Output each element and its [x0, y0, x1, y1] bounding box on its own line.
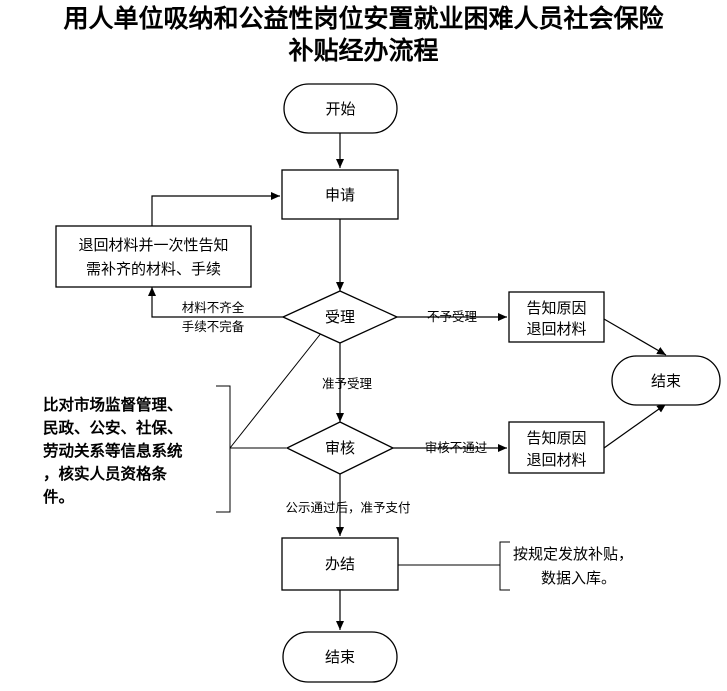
edge-notify1-to-end: [603, 318, 667, 356]
subsidy-note-line1: 按规定发放补贴，: [513, 545, 633, 563]
notify-review-failed-label-line1: 告知原因: [526, 429, 586, 447]
publicized-label: 公示通过后，准予支付: [285, 500, 410, 515]
accept-decision-node: 受理: [281, 290, 399, 344]
end-bottom-node: 结束: [282, 631, 398, 683]
compare-callout-to-accept: [229, 331, 323, 449]
subsidy-note-line2: 数据入库。: [541, 569, 616, 587]
edge-accept-to-return: [148, 287, 285, 318]
review-failed-label: 审核不通过: [425, 440, 488, 455]
complete-label: 办结: [325, 555, 355, 573]
review-label: 审核: [325, 439, 355, 457]
end-right-label: 结束: [651, 372, 681, 390]
compare-note-line5: 件。: [43, 487, 74, 506]
complete-node: 办结: [281, 537, 399, 591]
notify-review-failed-node: 告知原因 退回材料: [508, 421, 605, 474]
start-node: 开始: [283, 83, 398, 134]
accepted-label: 准予受理: [322, 376, 373, 391]
notify-reject-node: 告知原因 退回材料: [508, 291, 605, 343]
accept-label: 受理: [325, 308, 355, 326]
edge-notify2-to-end: [603, 403, 667, 449]
edge-return-to-apply: [151, 192, 280, 226]
page-title: 用人单位吸纳和公益性岗位安置就业困难人员社会保险: [63, 4, 664, 33]
incomplete-label-line2: 手续不完备: [182, 319, 245, 334]
compare-note-line2: 民政、公安、社保、: [43, 418, 183, 437]
end-bottom-label: 结束: [325, 648, 355, 666]
compare-note-line4: ，核实人员资格条: [43, 464, 168, 483]
apply-label: 申请: [325, 186, 355, 204]
end-right-node: 结束: [611, 355, 721, 406]
review-decision-node: 审核: [285, 421, 395, 475]
compare-bracket: [216, 385, 231, 513]
return-materials-label-line1: 退回材料并一次性告知: [78, 236, 228, 254]
subsidy-bracket: [499, 541, 510, 591]
incomplete-label-line1: 材料不齐全: [182, 300, 245, 315]
reject-label: 不予受理: [427, 309, 478, 324]
page-subtitle: 补贴经办流程: [288, 36, 439, 65]
notify-review-failed-label-line2: 退回材料: [526, 451, 586, 469]
compare-note-line1: 比对市场监督管理、: [43, 395, 183, 414]
compare-note-line3: 劳动关系等信息系统: [43, 441, 183, 460]
return-materials-node: 退回材料并一次性告知 需补齐的材料、手续: [55, 225, 252, 288]
return-materials-label-line2: 需补齐的材料、手续: [86, 260, 221, 278]
apply-node: 申请: [281, 169, 399, 220]
notify-reject-label-line2: 退回材料: [526, 320, 586, 338]
notify-reject-label-line1: 告知原因: [526, 299, 586, 317]
start-label: 开始: [325, 100, 355, 118]
